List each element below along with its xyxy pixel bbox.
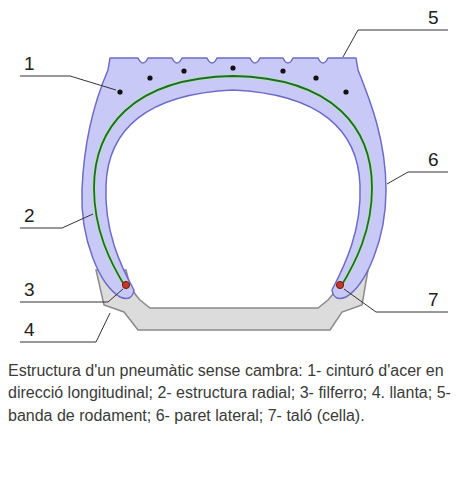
callout-number: 6 xyxy=(428,150,439,169)
leader-line xyxy=(387,172,448,184)
callout-number: 7 xyxy=(428,290,439,309)
steel-belt xyxy=(117,65,348,94)
belt-wire xyxy=(181,68,186,73)
callout-number: 2 xyxy=(24,206,35,225)
belt-wire xyxy=(313,75,318,80)
leader-line xyxy=(344,289,448,312)
leader-line xyxy=(343,30,448,57)
callout-number: 4 xyxy=(24,320,35,339)
belt-wire xyxy=(147,75,152,80)
radial-ply xyxy=(94,76,372,288)
leader-line xyxy=(20,289,123,302)
callout-number: 5 xyxy=(428,8,439,27)
leader-line xyxy=(20,313,110,342)
leader-lines xyxy=(20,30,448,342)
tire-body xyxy=(82,58,386,298)
leader-line xyxy=(20,76,116,90)
callout-number: 3 xyxy=(24,280,35,299)
figure-caption: Estructura d'un pneumàtic sense cambra: … xyxy=(8,360,454,427)
callout-number: 1 xyxy=(24,54,35,73)
rim xyxy=(96,270,368,330)
bead-wire xyxy=(336,281,343,288)
radial-ply-core xyxy=(94,76,372,288)
belt-wire xyxy=(343,89,348,94)
bead-wire xyxy=(122,281,129,288)
belt-wire xyxy=(280,68,285,73)
belt-wire xyxy=(230,65,235,70)
belt-wire xyxy=(117,89,122,94)
